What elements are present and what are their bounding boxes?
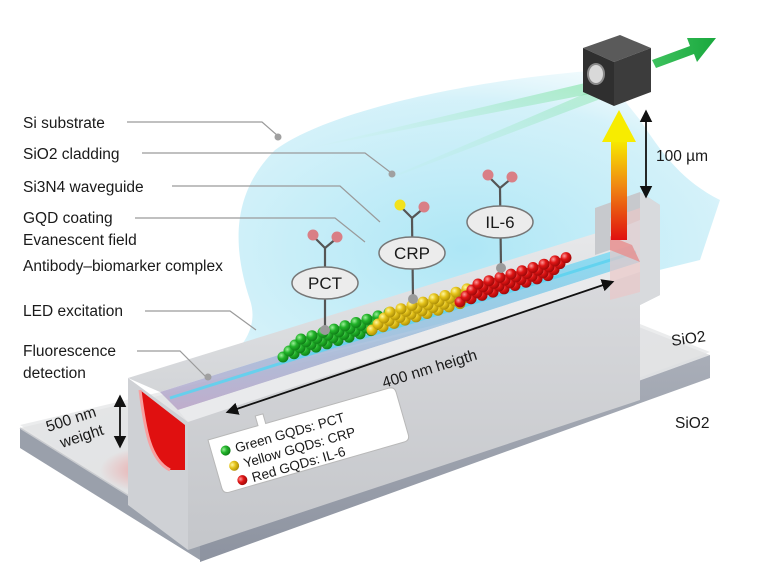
gqd-bead [439, 290, 451, 301]
biomarker-label-il-6: IL-6 [485, 213, 514, 232]
detector-lens-icon [587, 63, 605, 85]
antibody-binding-site [394, 199, 406, 211]
output-signal-arrow [652, 38, 716, 68]
callout-leaders [127, 121, 396, 381]
gqd-bead [361, 313, 373, 325]
stem-anchor [496, 263, 506, 273]
detector-beam [300, 80, 600, 150]
gqd-bead [306, 330, 318, 342]
callout-si3n4-waveguide: Si3N4 waveguide [23, 179, 144, 196]
gqd-bead [538, 258, 550, 270]
detector-camera [583, 35, 651, 106]
detector-beam-lower [360, 88, 603, 190]
gqd-cluster-il-6 [454, 252, 572, 308]
gqd-bead [417, 296, 429, 308]
gqd-bead [295, 333, 307, 345]
gqd-bead [339, 320, 351, 332]
callout-labels: Si substrate SiO2 cladding Si3N4 wavegui… [23, 115, 223, 382]
callout-fluorescence-detection-2: detection [23, 365, 86, 382]
gqd-bead [505, 268, 517, 280]
callout-si-substrate: Si substrate [23, 115, 105, 132]
gqd-bead [494, 271, 506, 283]
callout-led-excitation: LED excitation [23, 303, 123, 320]
callout-fluorescence-detection-1: Fluorescence [23, 343, 116, 360]
gqd-bead [450, 286, 462, 298]
antibody-complex-pct: PCT [291, 229, 359, 335]
antibody-complex-crp: CRP [378, 199, 446, 304]
legend-red-dot [237, 475, 248, 486]
antibody-biomarker-complexes: PCT CRP IL-6 [291, 169, 534, 335]
gqd-bead [428, 293, 440, 305]
biomarker-label-crp: CRP [394, 244, 430, 263]
red-end-cap [140, 390, 185, 470]
callout-gqd-coating: GQD coating [23, 210, 113, 227]
stem-anchor [408, 294, 418, 304]
length-dimension-arrow [225, 279, 615, 415]
callout-evanescent-field: Evanescent field [23, 232, 137, 249]
gqd-bead [560, 252, 572, 264]
gqd-bead [472, 278, 484, 290]
antibody-binding-site [331, 231, 343, 243]
gqd-bead [328, 323, 340, 335]
gqd-bead [483, 275, 495, 287]
biomarker-pill [466, 205, 534, 239]
gqd-bead [384, 306, 396, 318]
legend-green-dot [220, 445, 231, 456]
bottom-sio2-label: SiO2 [675, 415, 709, 432]
gap-dimension-label: 100 µm [656, 148, 708, 165]
biomarker-pill [291, 266, 359, 300]
biomarker-label-pct: PCT [308, 274, 342, 293]
antibody-binding-site [482, 169, 494, 181]
biomarker-pill [378, 236, 446, 270]
gqd-bead [527, 262, 539, 273]
top-sio2-label: SiO2 [670, 328, 706, 350]
gqd-bead [350, 317, 362, 328]
callout-sio2-cladding: SiO2 cladding [23, 146, 120, 163]
antibody-binding-site [307, 229, 319, 241]
legend-yellow-dot [229, 460, 240, 471]
gqd-bead [395, 303, 407, 315]
stem-anchor [320, 325, 330, 335]
emission-arrow [602, 110, 636, 240]
antibody-binding-site [418, 201, 430, 213]
antibody-binding-site [506, 171, 518, 183]
callout-antibody-complex: Antibody–biomarker complex [23, 258, 223, 275]
antibody-complex-il-6: IL-6 [466, 169, 534, 273]
legend: Green GQDs: PCT Yellow GQDs: CRP Red GQD… [207, 387, 410, 494]
gqd-bead [516, 265, 528, 277]
gqd-bead [549, 255, 561, 267]
